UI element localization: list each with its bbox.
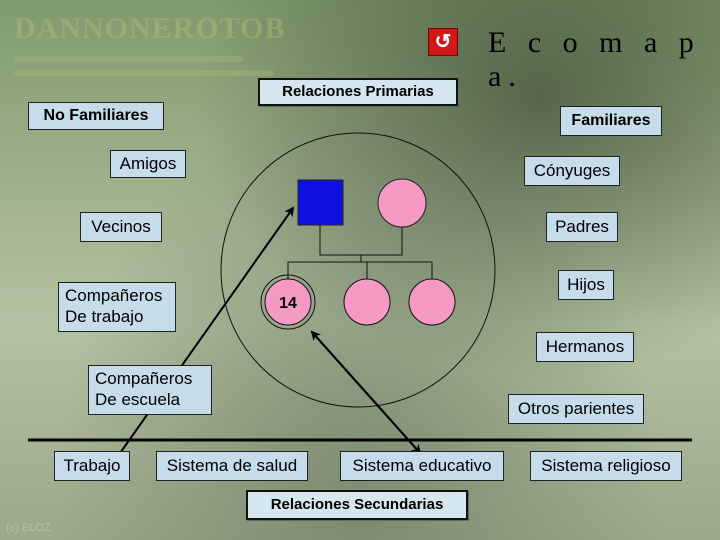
parents-box: Padres	[546, 212, 618, 242]
spouses-box: Cónyuges	[524, 156, 620, 186]
neighbors-box: Vecinos	[80, 212, 162, 242]
education-system-box: Sistema educativo	[340, 451, 504, 481]
page-title: E c o m a p a.	[488, 26, 701, 93]
family-circle	[220, 132, 496, 408]
arrow-child-educativo	[311, 331, 422, 455]
coworkers-box: Compañeros De trabajo	[58, 282, 176, 332]
siblings-box: Hermanos	[536, 332, 634, 362]
index-child-circle	[264, 278, 312, 326]
mother-circle	[377, 178, 427, 228]
non-family-heading: No Familiares	[28, 102, 164, 130]
sibship-line	[287, 261, 433, 280]
back-button[interactable]: ↺	[428, 28, 458, 56]
u-turn-arrow-icon: ↺	[434, 31, 452, 53]
marriage-line	[319, 225, 403, 256]
primary-relations-header: Relaciones Primarias	[258, 78, 458, 106]
secondary-relations-header: Relaciones Secundarias	[246, 490, 468, 520]
index-child-marker	[260, 274, 316, 330]
watermark-line	[14, 56, 244, 62]
watermark-logo: DANNONEROTOB	[14, 12, 286, 45]
watermark-corner: (c) ELOZ	[6, 522, 51, 534]
watermark-line	[14, 70, 274, 76]
family-heading: Familiares	[560, 106, 662, 136]
health-system-box: Sistema de salud	[156, 451, 308, 481]
index-child-label: 14	[279, 295, 297, 312]
religious-system-box: Sistema religioso	[530, 451, 682, 481]
child-circle	[408, 278, 456, 326]
children-box: Hijos	[558, 270, 614, 300]
friends-box: Amigos	[110, 150, 186, 178]
child-circle	[343, 278, 391, 326]
father-square	[297, 179, 344, 226]
other-relatives-box: Otros parientes	[508, 394, 644, 424]
work-box: Trabajo	[54, 451, 130, 481]
schoolmates-box: Compañeros De escuela	[88, 365, 212, 415]
arrow-trabajo-father	[117, 206, 295, 457]
